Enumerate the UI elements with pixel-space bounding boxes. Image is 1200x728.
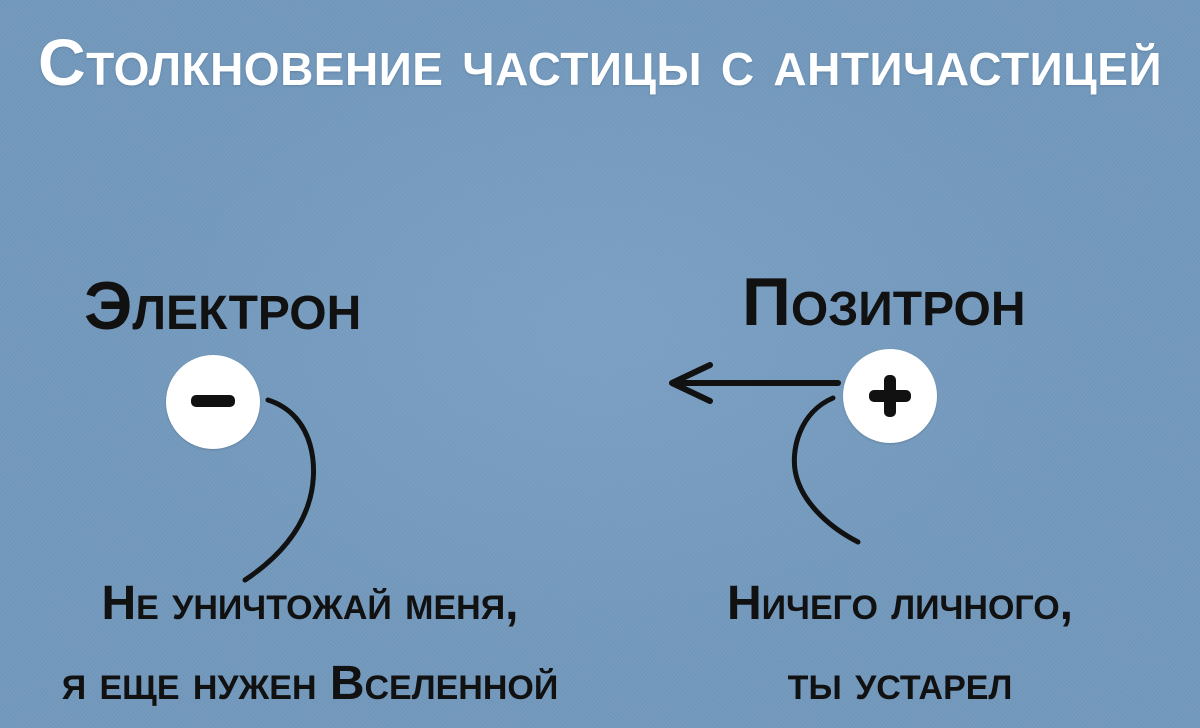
electron-quote-line2: я еще нужен Вселенной [61,657,559,710]
minus-icon [191,395,235,407]
positron-label: Позитрон [742,264,1026,340]
electron-particle [166,355,260,449]
positron-quote-line2: ты устарел [787,657,1013,710]
arrow-left-icon [669,362,841,404]
electron-label: Электрон [84,268,362,344]
electron-quote-line1: Не уничтожай меня, [101,577,519,630]
page-title: Столкновение частицы с античастицей [37,25,1163,99]
electron-speech-curve [242,397,316,583]
positron-quote-line1: Ничего личного, [726,577,1074,630]
positron-particle [843,349,937,443]
plus-icon [869,375,911,417]
positron-speech-curve [791,395,861,545]
